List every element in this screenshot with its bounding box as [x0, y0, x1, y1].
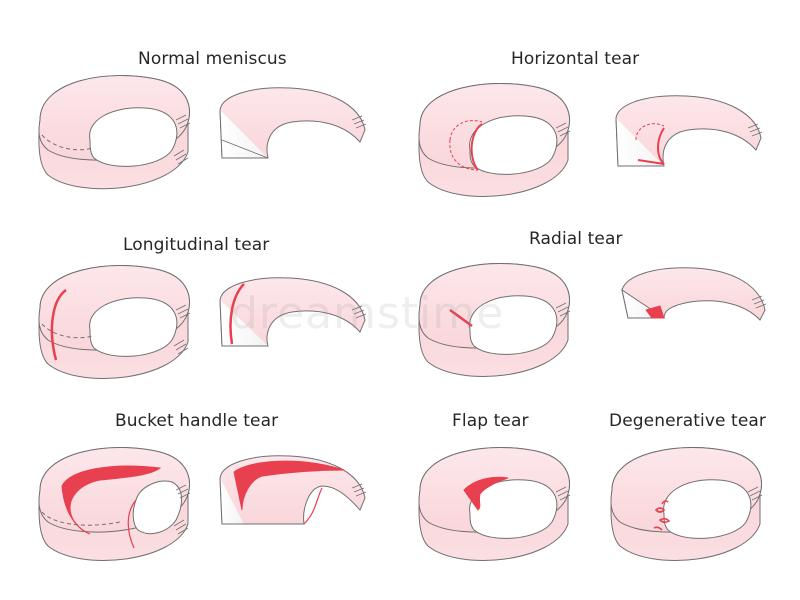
- label-normal-meniscus: Normal meniscus: [138, 49, 287, 69]
- label-longitudinal-tear: Longitudinal tear: [123, 235, 270, 255]
- normal-meniscus-half: [219, 87, 367, 159]
- radial-tear-half: [621, 267, 767, 321]
- normal-meniscus-ring: [38, 75, 191, 190]
- bucket-handle-tear-ring: [38, 447, 191, 561]
- label-flap-tear: Flap tear: [452, 411, 529, 431]
- label-bucket-handle-tear: Bucket handle tear: [115, 411, 279, 431]
- label-radial-tear: Radial tear: [529, 229, 623, 249]
- degenerative-fraying-marks: [653, 500, 671, 531]
- horizontal-tear-ring: [418, 83, 571, 197]
- flap-tear-ring: [418, 447, 571, 561]
- bucket-handle-tear-half: [219, 455, 367, 525]
- radial-tear-ring: [418, 263, 571, 377]
- degenerative-tear-ring: [610, 447, 763, 561]
- watermark-text: dreamstime: [230, 288, 505, 339]
- label-degenerative-tear: Degenerative tear: [609, 411, 766, 431]
- label-horizontal-tear: Horizontal tear: [511, 49, 640, 69]
- longitudinal-tear-half: [219, 277, 367, 347]
- horizontal-tear-half: [615, 95, 763, 167]
- longitudinal-tear-ring: [38, 265, 191, 379]
